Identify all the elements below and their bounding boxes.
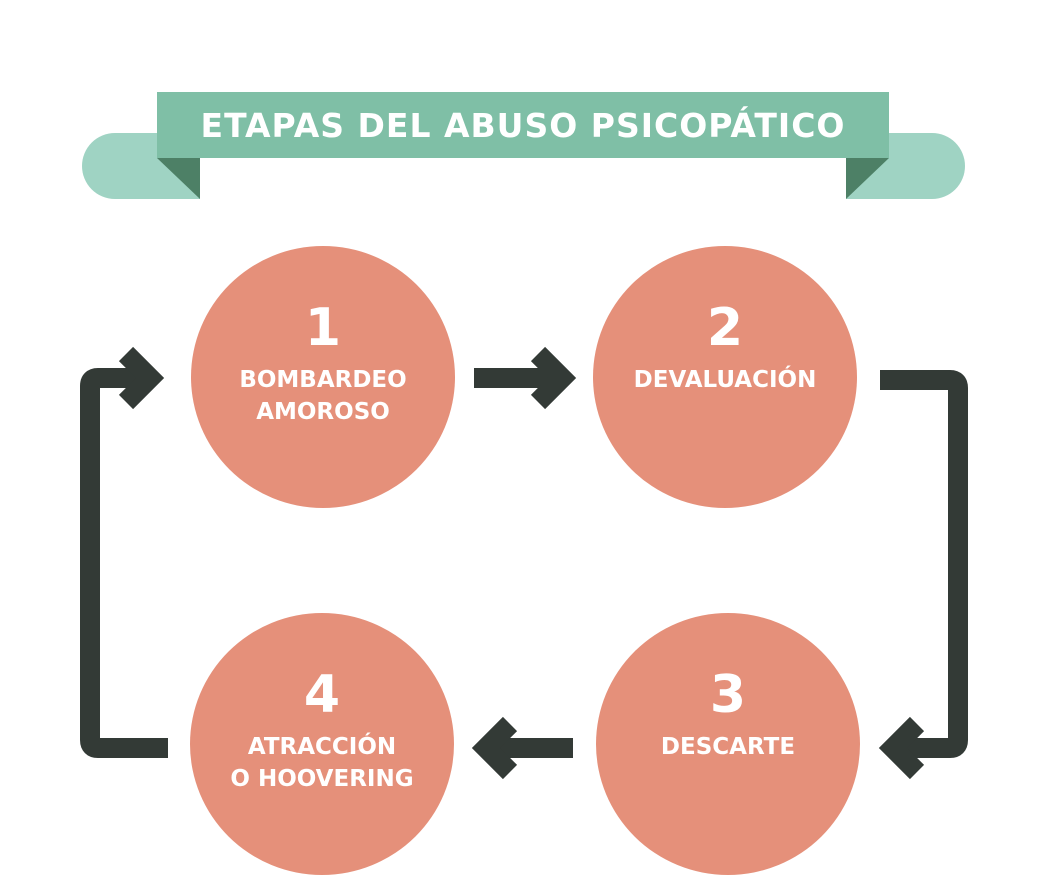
stage-circle-3: 3 DESCARTE xyxy=(596,613,860,875)
stage-label-line: ATRACCIÓN xyxy=(247,734,397,760)
arrow-1-to-2-head xyxy=(530,346,577,410)
page-title: ETAPAS DEL ABUSO PSICOPÁTICO xyxy=(200,105,846,145)
stage-number: 4 xyxy=(303,665,341,725)
ribbon-right-fold xyxy=(846,158,889,199)
arrow-3-to-4-head xyxy=(471,716,518,780)
ribbon-left-fold xyxy=(157,158,200,199)
arrow-4-to-1-head xyxy=(118,346,165,410)
stage-label-line: DESCARTE xyxy=(660,734,796,760)
arrow-4-to-1 xyxy=(80,368,168,758)
stage-label-line: O HOOVERING xyxy=(230,766,414,792)
arrow-2-to-3 xyxy=(880,370,968,758)
stage-label-line: BOMBARDEO xyxy=(239,367,407,393)
stage-circle-2: 2 DEVALUACIÓN xyxy=(593,246,857,508)
stage-label: BOMBARDEO AMOROSO xyxy=(239,364,406,428)
title-ribbon xyxy=(82,92,965,199)
stage-label: DESCARTE xyxy=(661,731,795,763)
stage-label-line: DEVALUACIÓN xyxy=(633,367,817,393)
stage-label-line: AMOROSO xyxy=(256,399,390,425)
stage-label: DEVALUACIÓN xyxy=(634,364,817,396)
stage-circle-4: 4 ATRACCIÓN O HOOVERING xyxy=(190,613,454,875)
stage-circle-1: 1 BOMBARDEO AMOROSO xyxy=(191,246,455,508)
ribbon-main-band xyxy=(157,92,889,158)
stage-number: 3 xyxy=(709,665,747,725)
arrow-2-to-3-head xyxy=(878,716,925,780)
stage-number: 2 xyxy=(706,298,744,358)
stage-number: 1 xyxy=(304,298,342,358)
stage-label: ATRACCIÓN O HOOVERING xyxy=(230,731,413,795)
